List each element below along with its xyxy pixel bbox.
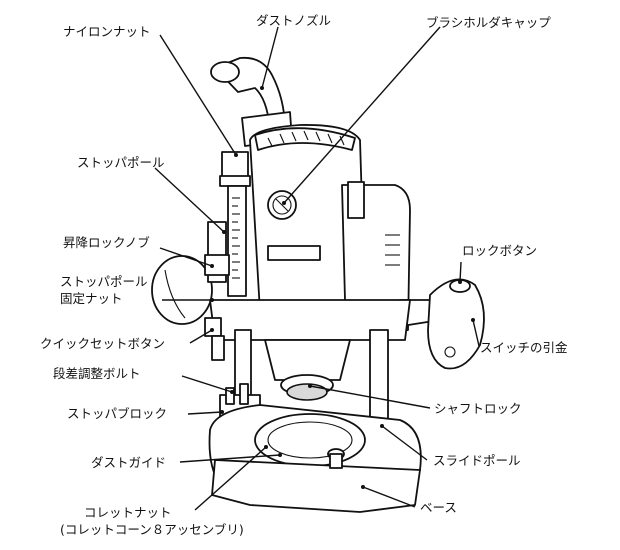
label-stopper-pole-fixing-nut-line2: 固定ナット bbox=[60, 291, 123, 306]
label-lift-lock-knob: 昇降ロックノブ bbox=[63, 235, 150, 250]
label-stopper-pole-fixing-nut-line1: ストッパポール bbox=[60, 274, 148, 289]
label-switch-trigger: スイッチの引金 bbox=[480, 340, 568, 355]
label-quick-set-button: クイックセットボタン bbox=[40, 336, 166, 351]
label-stopper-block: ストッパブロック bbox=[67, 406, 168, 421]
label-nylon-nut: ナイロンナット bbox=[63, 24, 151, 39]
label-dust-guide: ダストガイド bbox=[91, 455, 167, 470]
label-shaft-lock: シャフトロック bbox=[434, 401, 522, 416]
label-dust-nozzle: ダストノズル bbox=[256, 13, 332, 28]
brand-logo: makita bbox=[275, 249, 314, 260]
label-brush-holder-cap: ブラシホルダキャップ bbox=[426, 15, 551, 30]
label-stopper-pole: ストッパポール bbox=[77, 155, 165, 170]
label-base: ベース bbox=[420, 500, 457, 515]
label-collet-nut-line1: コレットナット bbox=[84, 505, 172, 520]
label-lock-button: ロックボタン bbox=[462, 243, 538, 258]
label-collet-nut-line2: (コレットコーン８アッセンブリ) bbox=[60, 522, 244, 537]
label-slide-pole: スライドポール bbox=[433, 453, 521, 468]
label-step-adjust-bolt: 段差調整ボルト bbox=[53, 366, 141, 381]
